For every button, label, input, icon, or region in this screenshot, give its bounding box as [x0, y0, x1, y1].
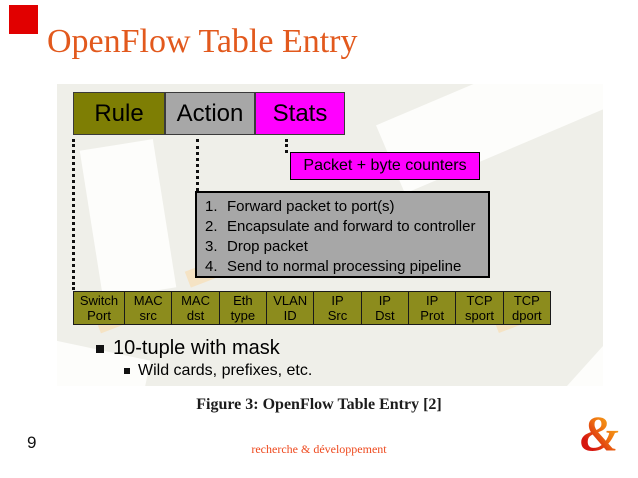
action-box: Action: [165, 92, 255, 135]
tuple-cell-line1: Switch: [79, 293, 119, 308]
tuple-cell-line2: dport: [512, 308, 542, 323]
tuple-cell-tcp-dport: TCP dport: [502, 291, 551, 325]
actions-list-box: 1. Forward packet to port(s) 2. Encapsul…: [195, 191, 490, 278]
tuple-cell-line2: Port: [87, 308, 111, 323]
tuple-cell-ip-src: IP Src: [313, 291, 362, 325]
tuple-cell-line2: dst: [186, 308, 205, 323]
action-item: 4. Send to normal processing pipeline: [205, 257, 488, 277]
tuple-cell-line1: Eth: [233, 293, 253, 308]
tuple-cell-ip-prot: IP Prot: [408, 291, 457, 325]
tuple-cell-line2: ID: [283, 308, 297, 323]
action-item: 1. Forward packet to port(s): [205, 197, 488, 217]
tuple-cell-tcp-sport: TCP sport: [455, 291, 504, 325]
tuple-cell-switch-port: Switch Port: [73, 291, 126, 325]
counters-label: Packet + byte counters: [303, 157, 467, 174]
watermark-corner: [567, 346, 603, 386]
slide-title: OpenFlow Table Entry: [47, 23, 358, 60]
tuple-cell-line1: VLAN: [273, 293, 308, 308]
tuple-cell-line2: Dst: [375, 308, 395, 323]
tuple-cell-line1: IP: [378, 293, 391, 308]
action-label: Action: [176, 99, 244, 127]
dotted-connector-stats: [285, 139, 288, 153]
tuple-cell-line1: TCP: [513, 293, 540, 308]
ampersand-logo-icon: &: [580, 405, 619, 461]
slide-marker-square: [9, 5, 38, 34]
tuple-row: Switch Port MAC src MAC dst Eth type VLA…: [73, 291, 551, 325]
tuple-cell-line2: src: [139, 308, 157, 323]
tuple-cell-line1: TCP: [466, 293, 493, 308]
figure-caption: Figure 3: OpenFlow Table Entry [2]: [196, 396, 442, 413]
dotted-connector-action: [196, 139, 199, 191]
tuple-cell-line2: Src: [327, 308, 348, 323]
action-item-number: 4.: [205, 258, 218, 275]
bullet-icon: [96, 345, 104, 353]
action-item-number: 3.: [205, 238, 218, 255]
tuple-cell-ip-dst: IP Dst: [360, 291, 409, 325]
dotted-connector-rule: [72, 139, 75, 290]
tuple-cell-mac-src: MAC src: [124, 291, 173, 325]
stats-label: Stats: [272, 99, 328, 127]
tuple-cell-line2: sport: [465, 308, 494, 323]
tuple-cell-eth-type: Eth type: [218, 291, 268, 325]
rule-box: Rule: [73, 92, 165, 135]
tuple-cell-mac-dst: MAC dst: [171, 291, 220, 325]
action-item-text: Send to normal processing pipeline: [227, 258, 462, 275]
action-item: 2. Encapsulate and forward to controller: [205, 217, 488, 237]
tuple-cell-line1: IP: [331, 293, 344, 308]
tuple-cell-line2: type: [230, 308, 256, 323]
tuple-cell-vlan-id: VLAN ID: [266, 291, 315, 325]
stats-box: Stats: [255, 92, 345, 135]
action-item-text: Forward packet to port(s): [227, 198, 395, 215]
watermark-band: [79, 139, 177, 299]
action-item-number: 2.: [205, 218, 218, 235]
action-item: 3. Drop packet: [205, 237, 488, 257]
tuple-cell-line1: MAC: [181, 293, 210, 308]
tuple-cell-line2: Prot: [420, 308, 445, 323]
bullet-main-text: 10-tuple with mask: [113, 337, 280, 359]
page-number: 9: [27, 433, 37, 452]
footer-text: recherche & développement: [251, 442, 387, 456]
rule-label: Rule: [94, 99, 144, 127]
tuple-cell-line1: IP: [426, 293, 439, 308]
action-item-number: 1.: [205, 198, 218, 215]
bullet-icon: [124, 368, 130, 374]
counters-box: Packet + byte counters: [290, 152, 480, 180]
action-item-text: Encapsulate and forward to controller: [227, 218, 476, 235]
bullet-sub-text: Wild cards, prefixes, etc.: [138, 362, 313, 379]
tuple-cell-line1: MAC: [133, 293, 163, 308]
action-item-text: Drop packet: [227, 238, 308, 255]
